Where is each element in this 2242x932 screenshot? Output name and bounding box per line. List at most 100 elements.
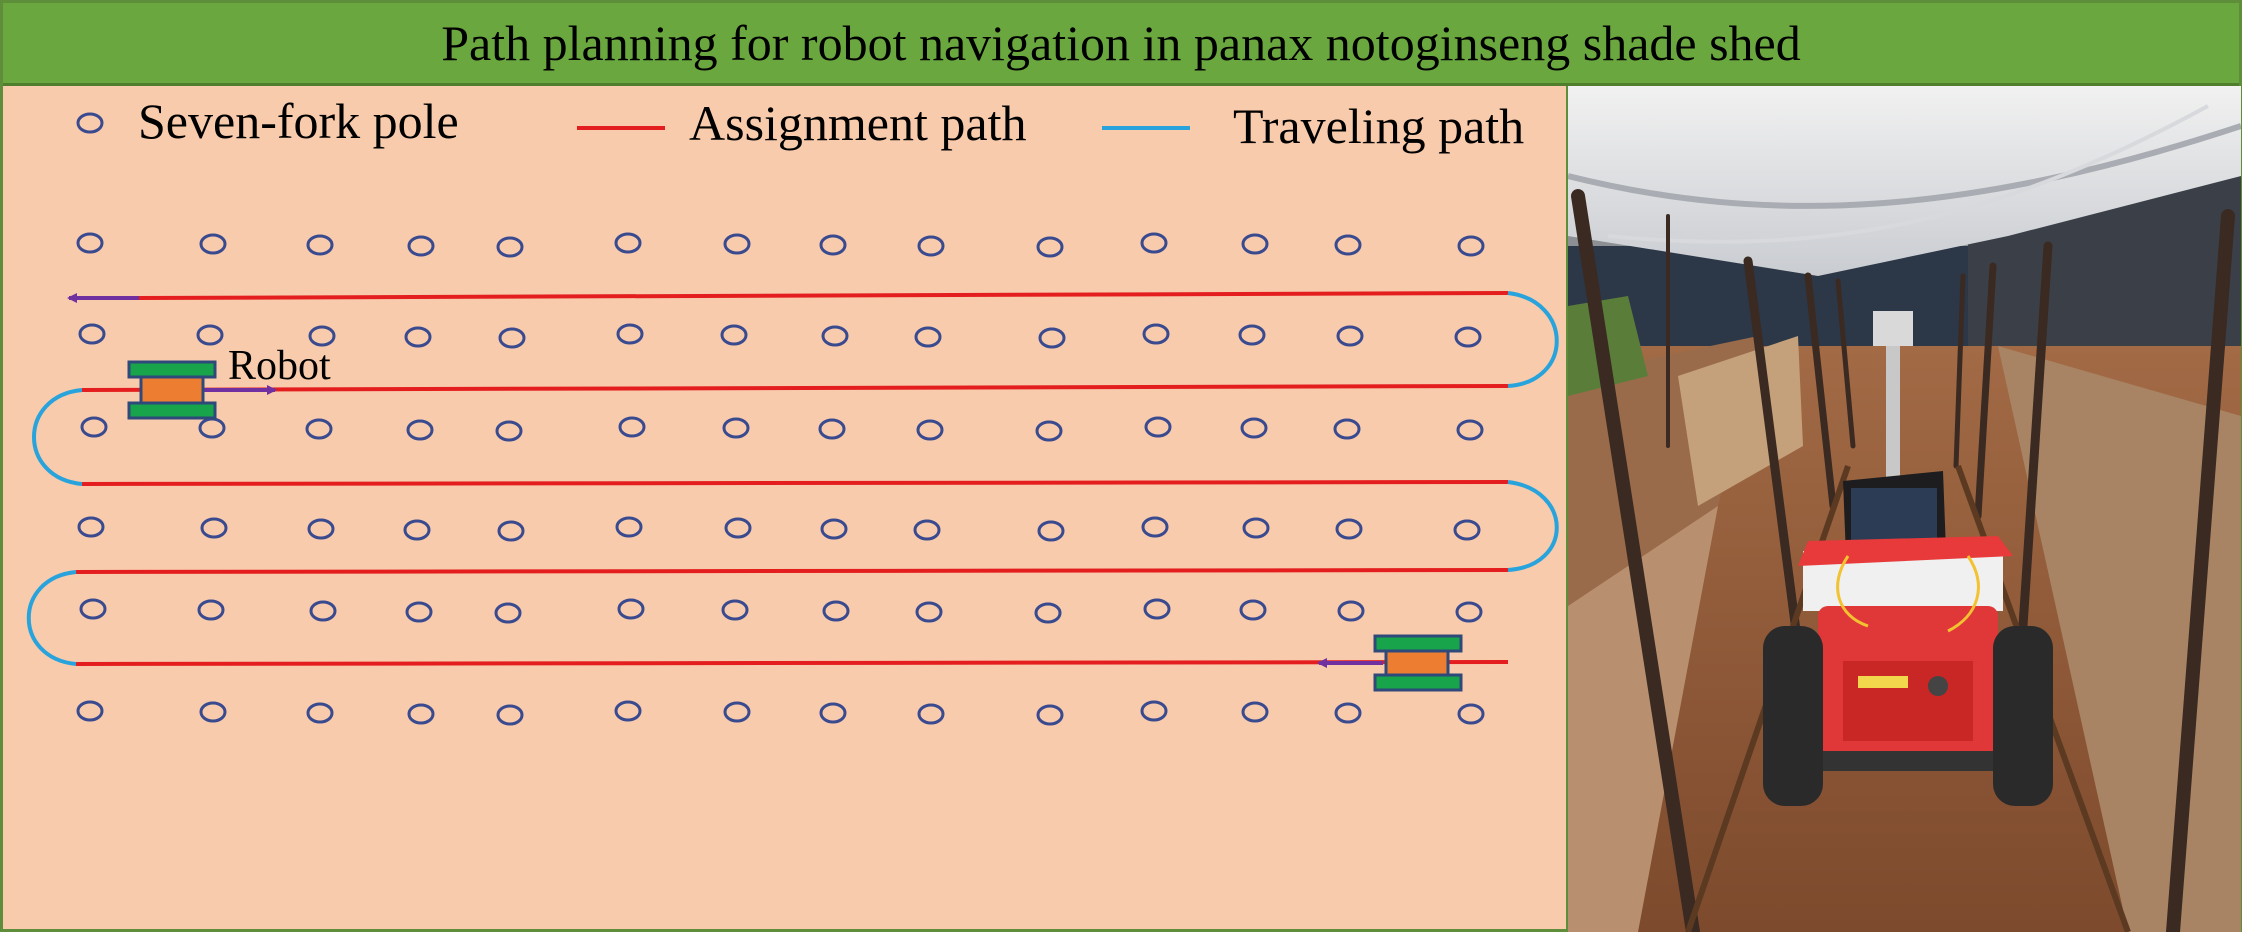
seven-fork-pole xyxy=(723,233,751,255)
seven-fork-poles xyxy=(76,232,1485,726)
seven-fork-pole xyxy=(614,700,642,722)
seven-fork-pole xyxy=(1455,601,1483,623)
traveling-turn-left-1 xyxy=(32,388,83,486)
seven-fork-pole xyxy=(78,323,106,345)
seven-fork-pole xyxy=(917,235,945,257)
seven-fork-pole xyxy=(1240,417,1268,439)
legend-traveling-label: Traveling path xyxy=(1233,98,1524,154)
seven-fork-pole xyxy=(494,602,522,624)
robot-track-bottom xyxy=(1373,673,1463,692)
seven-fork-pole xyxy=(1035,420,1063,442)
legend: Seven-fork pole Assignment path Travelin… xyxy=(76,93,1524,154)
seven-fork-pole xyxy=(306,702,334,724)
seven-fork-pole xyxy=(1140,232,1168,254)
seven-fork-pole xyxy=(1238,324,1266,346)
seven-fork-pole xyxy=(722,417,750,439)
assignment-path-row-4 xyxy=(75,568,1509,574)
seven-fork-pole xyxy=(305,418,333,440)
seven-fork-pole xyxy=(723,701,751,723)
seven-fork-pole xyxy=(1144,416,1172,438)
seven-fork-pole xyxy=(404,326,432,348)
robot-label: Robot xyxy=(228,343,331,389)
seven-fork-pole xyxy=(1242,517,1270,539)
seven-fork-pole xyxy=(618,416,646,438)
seven-fork-pole xyxy=(1336,325,1364,347)
seven-fork-pole xyxy=(403,519,431,541)
seven-fork-pole xyxy=(1241,701,1269,723)
field-robot-photo xyxy=(1566,86,2241,932)
seven-fork-pole xyxy=(721,599,749,621)
seven-fork-pole xyxy=(496,704,524,726)
seven-fork-pole xyxy=(720,324,748,346)
seven-fork-pole xyxy=(309,600,337,622)
seven-fork-pole xyxy=(1036,704,1064,726)
seven-fork-pole xyxy=(1454,326,1482,348)
seven-fork-pole xyxy=(1036,236,1064,258)
seven-fork-pole xyxy=(497,520,525,542)
seven-fork-pole xyxy=(614,232,642,254)
page-title: Path planning for robot navigation in pa… xyxy=(441,15,1801,71)
seven-fork-pole xyxy=(724,517,752,539)
seven-fork-pole xyxy=(917,703,945,725)
seven-fork-pole xyxy=(199,701,227,723)
seven-fork-pole xyxy=(1037,520,1065,542)
seven-fork-pole xyxy=(1334,702,1362,724)
seven-fork-pole xyxy=(1034,602,1062,624)
seven-fork-pole xyxy=(1241,233,1269,255)
robot-body xyxy=(1384,649,1450,677)
robot-body xyxy=(139,375,205,405)
seven-fork-pole xyxy=(405,601,433,623)
seven-fork-pole xyxy=(496,236,524,258)
seven-fork-pole xyxy=(616,323,644,345)
assignment-paths xyxy=(75,291,1509,666)
seven-fork-pole xyxy=(307,518,335,540)
seven-fork-pole xyxy=(200,517,228,539)
seven-fork-pole xyxy=(197,599,225,621)
seven-fork-pole xyxy=(198,417,226,439)
legend-pole-icon xyxy=(76,112,104,134)
seven-fork-pole xyxy=(199,233,227,255)
seven-fork-pole xyxy=(1457,703,1485,725)
seven-fork-pole xyxy=(1141,516,1169,538)
assignment-path-row-3 xyxy=(81,480,1509,486)
seven-fork-pole xyxy=(406,419,434,441)
seven-fork-pole xyxy=(1239,599,1267,621)
seven-fork-pole xyxy=(1456,419,1484,441)
seven-fork-pole xyxy=(914,326,942,348)
seven-fork-pole xyxy=(407,235,435,257)
robot-end xyxy=(1373,634,1463,692)
seven-fork-pole xyxy=(306,234,334,256)
seven-fork-pole xyxy=(1453,519,1481,541)
seven-fork-pole xyxy=(913,519,941,541)
traveling-turn-left-2 xyxy=(26,570,77,666)
traveling-paths xyxy=(26,291,1559,666)
seven-fork-pole xyxy=(407,703,435,725)
seven-fork-pole xyxy=(1335,518,1363,540)
assignment-path-row-1 xyxy=(138,291,1509,300)
seven-fork-pole xyxy=(79,598,107,620)
legend-assignment-label: Assignment path xyxy=(689,95,1026,151)
seven-fork-pole xyxy=(308,325,336,347)
path-diagram: Seven-fork pole Assignment path Travelin… xyxy=(3,86,1566,932)
seven-fork-pole xyxy=(1143,598,1171,620)
seven-fork-pole xyxy=(819,702,847,724)
seven-fork-pole xyxy=(1334,234,1362,256)
seven-fork-pole xyxy=(1038,327,1066,349)
seven-fork-pole xyxy=(495,420,523,442)
seven-fork-pole xyxy=(916,419,944,441)
seven-fork-pole xyxy=(821,325,849,347)
robot-track-bottom xyxy=(127,401,217,420)
legend-pole-label: Seven-fork pole xyxy=(138,93,459,149)
seven-fork-pole xyxy=(822,600,850,622)
seven-fork-pole xyxy=(1337,600,1365,622)
seven-fork-pole xyxy=(617,598,645,620)
seven-fork-pole xyxy=(76,232,104,254)
seven-fork-pole xyxy=(820,518,848,540)
seven-fork-pole xyxy=(615,516,643,538)
seven-fork-pole xyxy=(915,601,943,623)
assignment-path-row-5 xyxy=(75,660,1509,666)
seven-fork-pole xyxy=(1457,235,1485,257)
seven-fork-pole xyxy=(76,700,104,722)
robot-track-top xyxy=(127,360,217,379)
